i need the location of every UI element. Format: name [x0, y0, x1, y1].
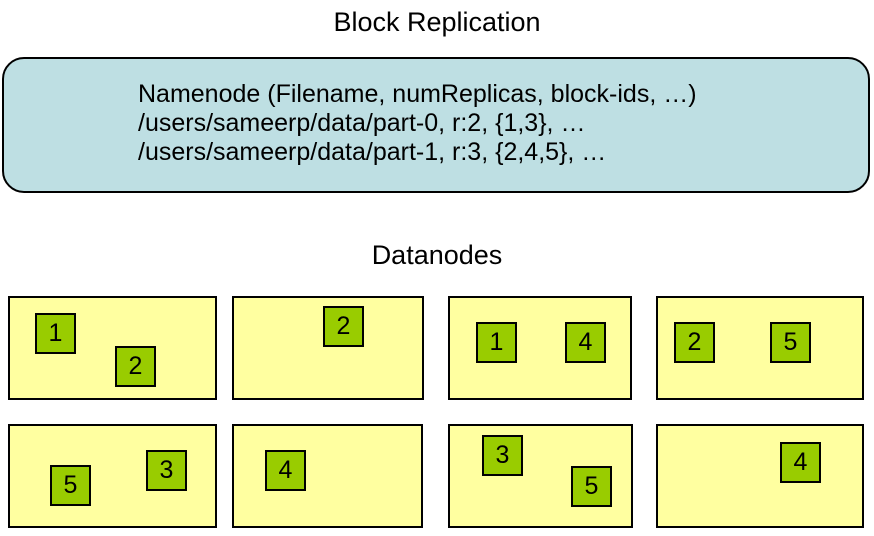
block-4: 4 [780, 442, 821, 483]
namenode-entry-part1: /users/sameerp/data/part-1, r:3, {2,4,5}… [138, 138, 607, 166]
namenode-text: Namenode (Filename, numReplicas, block-i… [138, 80, 697, 167]
block-1: 1 [476, 322, 517, 363]
block-5: 5 [770, 322, 811, 363]
block-2: 2 [323, 306, 364, 347]
namenode-entry-part0: /users/sameerp/data/part-0, r:2, {1,3}, … [138, 109, 586, 137]
diagram-title: Block Replication [333, 7, 541, 37]
block-1: 1 [35, 313, 76, 354]
block-3: 3 [146, 450, 187, 491]
block-2: 2 [115, 346, 156, 387]
datanodes-heading: Datanodes [371, 240, 503, 270]
block-5: 5 [50, 465, 91, 506]
datanode-6: 4 [232, 424, 423, 528]
block-3: 3 [482, 435, 523, 476]
namenode-header-line: Namenode (Filename, numReplicas, block-i… [138, 80, 697, 108]
block-4: 4 [565, 322, 606, 363]
block-5: 5 [571, 466, 612, 507]
datanode-2: 2 [232, 296, 424, 400]
block-4: 4 [265, 450, 306, 491]
block-2: 2 [674, 322, 715, 363]
datanode-8: 4 [656, 424, 864, 528]
namenode-box: Namenode (Filename, numReplicas, block-i… [2, 57, 870, 193]
